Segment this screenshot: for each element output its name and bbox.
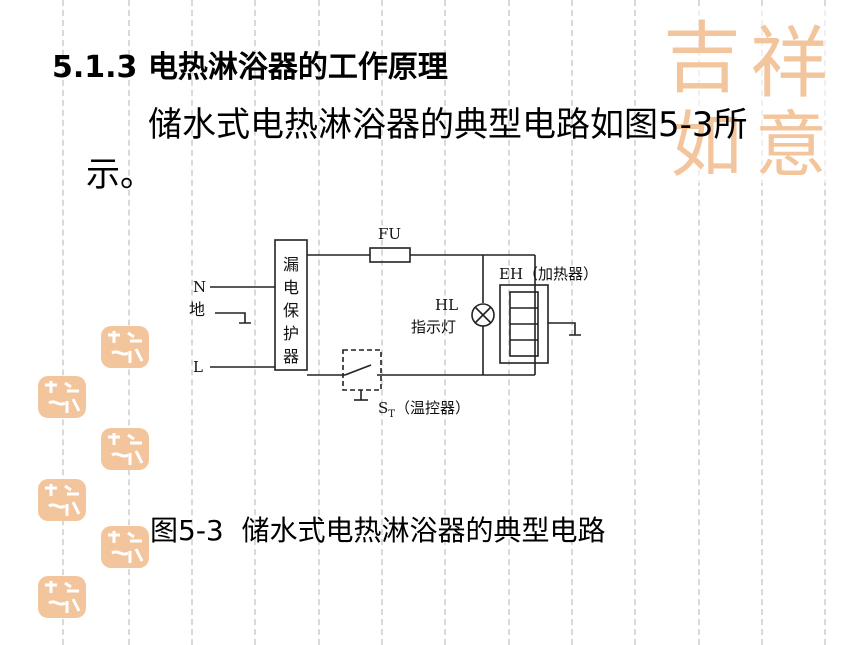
- heater-enclosure: [499, 284, 549, 364]
- seal-logo-small: [38, 479, 86, 521]
- ground-label: 地: [189, 300, 205, 319]
- seal-logo-small: [101, 526, 149, 568]
- heater-label: EH（加热器）: [499, 265, 598, 283]
- live-label: L: [193, 358, 203, 376]
- lamp-code-label: HL: [435, 296, 458, 314]
- seal-glyph-3: 如: [670, 103, 742, 185]
- seal-logo-small: [101, 326, 149, 368]
- body-paragraph: 储水式电热淋浴器的典型电路如图5-3所示。: [86, 105, 748, 195]
- seal-logo-large: 吉 祥 如 意: [657, 7, 853, 185]
- seal-glyph-1: 吉: [663, 14, 741, 104]
- leakage-protector-box: [274, 239, 308, 371]
- lamp-name-label: 指示灯: [411, 318, 456, 336]
- thermostat-label: ST（温控器）: [378, 399, 470, 420]
- protector-char-1: 漏: [283, 255, 299, 274]
- seal-glyph-4: 意: [755, 103, 827, 185]
- neutral-label: N: [193, 278, 206, 296]
- seal-logo-small: [101, 428, 149, 470]
- section-heading: 5.1.3 电热淋浴器的工作原理: [52, 50, 448, 85]
- circuit-diagram: FU N 地 L 漏 电 保 护 器 HL 指示灯 EH（加热器） ST（温控器…: [189, 225, 598, 420]
- thermostat-switch-blade: [344, 364, 372, 376]
- seal-logo-small: [38, 576, 86, 618]
- seal-logo-small: [38, 376, 86, 418]
- thermostat-dashed-box: [342, 349, 382, 391]
- seal-glyph-2: 祥: [750, 19, 828, 109]
- protector-char-3: 保: [283, 301, 299, 320]
- ground-symbol-left: [215, 312, 251, 324]
- fuse-symbol: [369, 247, 411, 263]
- protector-char-2: 电: [283, 278, 299, 297]
- protector-char-5: 器: [283, 347, 299, 366]
- fuse-label: FU: [378, 225, 401, 243]
- ground-symbol-right: [548, 322, 581, 336]
- protector-char-4: 护: [283, 324, 299, 343]
- figure-caption: 图5-3 储水式电热淋浴器的典型电路: [150, 514, 606, 547]
